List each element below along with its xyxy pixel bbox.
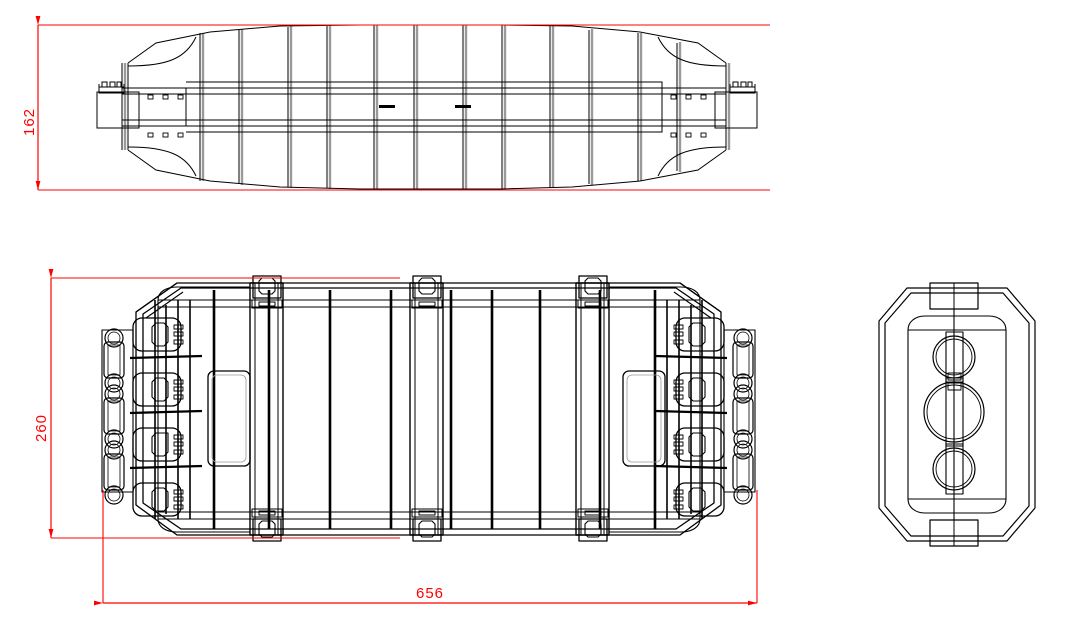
top-view-upper-outline [127, 24, 727, 64]
top-view-shoulder-bolts [147, 94, 707, 138]
end-view-outer [878, 287, 1036, 542]
end-view-body [907, 329, 1007, 500]
front-view-body-rect [157, 299, 701, 520]
top-view-rib-shadows [123, 25, 731, 189]
connector-group [103, 440, 125, 505]
front-view-left-end-assembly [129, 282, 250, 533]
connector-group [732, 384, 754, 449]
dimension-annotations: 162 260 656 [21, 16, 770, 606]
dimension-656-label: 656 [416, 585, 444, 602]
front-view-outer-shell-inner [142, 287, 715, 530]
end-view-body-top-round [907, 315, 1007, 331]
end-view-port-small-bottom [932, 447, 976, 491]
end-view-group [878, 282, 1036, 547]
connector-group [103, 384, 125, 449]
top-view-lower-outline [127, 149, 727, 190]
top-view-right-shoulder-lower [657, 146, 727, 177]
dimension-260: 260 [33, 269, 400, 539]
top-view-center-mark-right [455, 105, 471, 108]
end-view-port-large-center [923, 381, 985, 443]
front-view-right-bolt-tabs [673, 324, 684, 510]
front-view-right-connectors [723, 328, 756, 505]
front-view-right-end-assembly [609, 282, 728, 533]
connector-group [103, 328, 125, 393]
top-view-left-shoulder-lower [127, 146, 197, 177]
front-view-right-shelf-bars [654, 354, 728, 470]
front-view-label-plates [207, 370, 666, 467]
end-view-ports [923, 331, 985, 495]
front-view-ribs [212, 290, 657, 529]
end-view-body-bottom-round [907, 498, 1007, 514]
top-view-center-band [122, 87, 726, 127]
top-view-ribs [121, 25, 727, 189]
front-view-band-straps [249, 275, 610, 542]
top-view-center-mark-left [379, 105, 395, 108]
top-view-center-blocks [185, 81, 663, 133]
top-view-left-end-port [96, 81, 140, 129]
dimension-656: 656 [94, 490, 758, 606]
end-view-outer-inner [884, 292, 1030, 537]
dimension-162-label: 162 [21, 108, 38, 136]
connector-group [732, 440, 754, 505]
dimension-162: 162 [21, 16, 770, 191]
top-view-right-end-port [714, 81, 758, 129]
front-view-left-connectors [101, 328, 134, 505]
dimension-260-label: 260 [33, 414, 50, 442]
top-view-right-shoulder-upper [657, 36, 727, 67]
front-view-left-shelf-bars [129, 354, 203, 470]
front-view-outer-shell [135, 282, 722, 536]
front-view-left-oval-ports [132, 317, 182, 517]
connector-group [732, 328, 754, 393]
top-view-left-shoulder-upper [127, 36, 197, 67]
top-view-group [96, 24, 758, 190]
front-view-left-bolt-tabs [173, 324, 184, 510]
front-view-group [101, 275, 756, 542]
